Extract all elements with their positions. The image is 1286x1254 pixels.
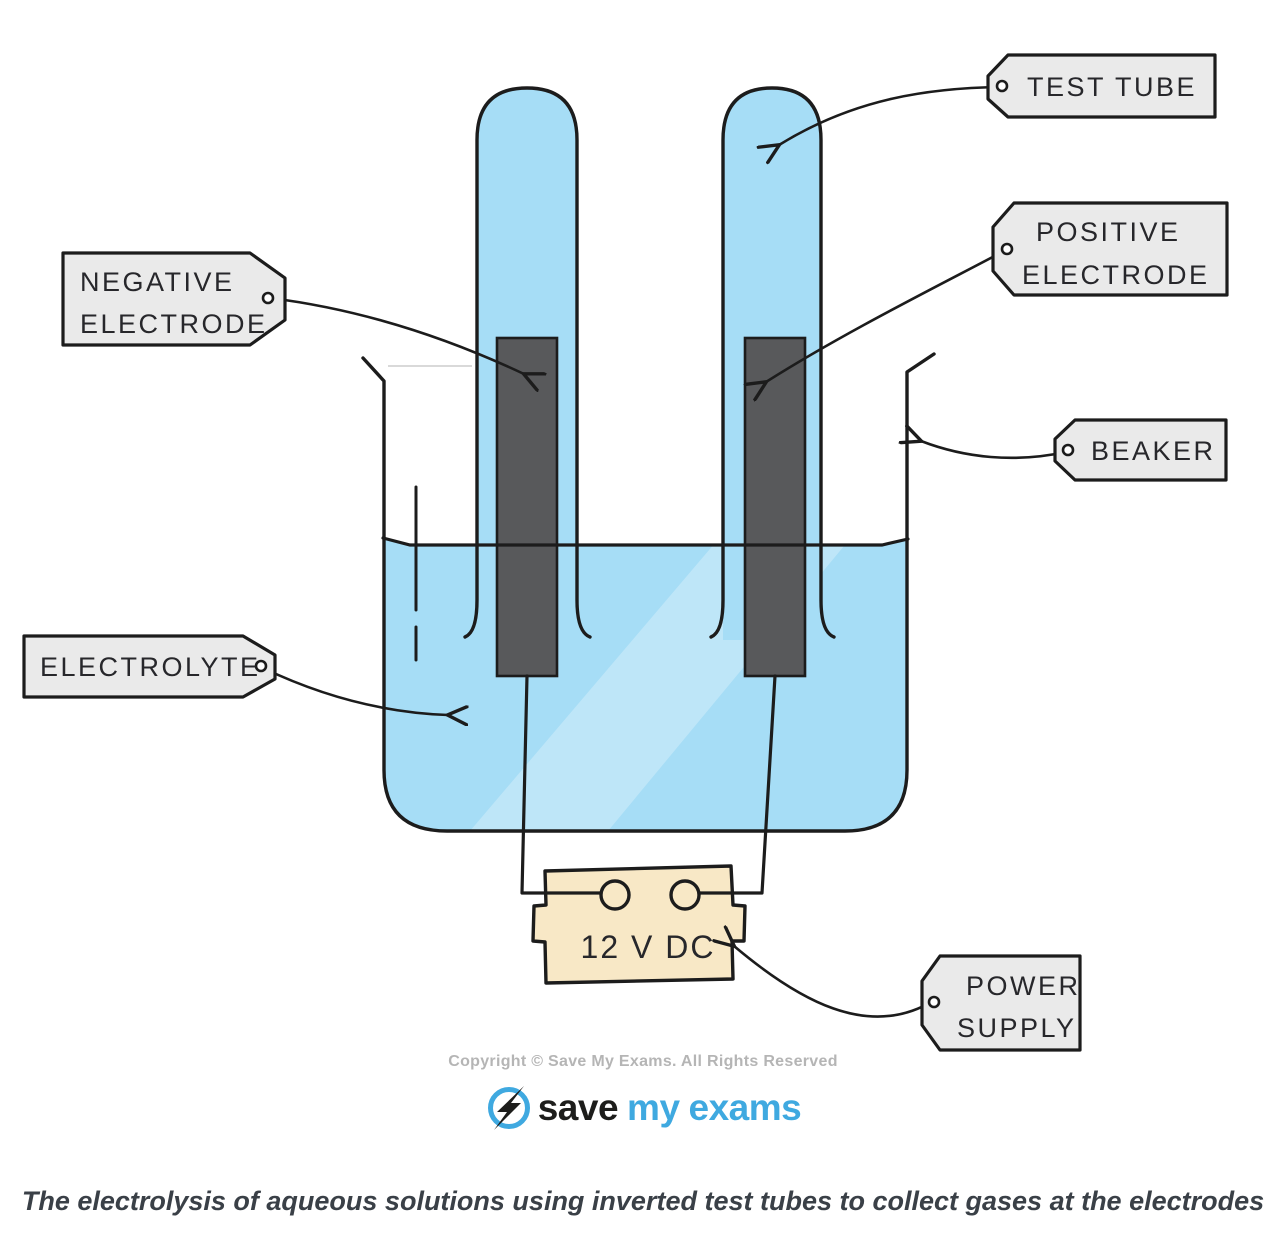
negative-electrode-label-line2: ELECTRODE [80,309,268,339]
lightning-bolt-icon [487,1086,530,1130]
logo-save-text: save [537,1087,619,1128]
beaker-tag: BEAKER [1053,418,1228,482]
beaker-label: BEAKER [1091,436,1216,466]
logo-my-text: my [627,1087,680,1128]
tag-hole [995,79,1009,93]
positive-electrode-tag: POSITIVE ELECTRODE [991,201,1229,297]
negative-electrode-label-line1: NEGATIVE [80,267,235,297]
beaker-outline [361,352,936,833]
test-tube-label: TEST TUBE [1027,72,1197,102]
test-tube-tag: TEST TUBE [986,53,1217,119]
right-wire [697,674,777,895]
savemyexams-logo: save my exams [0,1084,1286,1132]
power-supply-box [531,864,747,985]
negative-electrode-arrow [268,296,524,374]
logo-exams-text: exams [688,1087,802,1128]
figure-caption: The electrolysis of aqueous solutions us… [21,1186,1265,1216]
positive-electrode-arrow [766,248,1008,382]
left-wire [520,674,603,895]
power-supply-tag: POWER SUPPLY [920,954,1082,1052]
electrolyte-label: ELECTROLYTE [40,652,261,682]
power-supply-tag-line2: SUPPLY [957,1013,1077,1043]
left-terminal [599,879,631,911]
positive-electrode [743,336,807,678]
tag-hole [254,659,268,673]
power-supply-arrow [734,946,935,1018]
negative-electrode [495,336,559,678]
positive-electrode-label-line2: ELECTRODE [1022,260,1210,290]
right-terminal [669,879,701,911]
electrolyte-arrow [261,666,448,715]
negative-electrode-tag: NEGATIVE ELECTRODE [61,251,287,347]
copyright-text: Copyright © Save My Exams. All Rights Re… [448,1053,838,1070]
positive-electrode-label-line1: POSITIVE [1036,217,1181,247]
left-test-tube-outline [463,86,592,639]
tag-hole [1061,443,1075,457]
water-surface-line [381,536,910,547]
tag-hole [1000,242,1014,256]
right-test-tube-outline [709,86,836,639]
power-supply-tag-line1: POWER [966,971,1081,1001]
electrolyte-tag: ELECTROLYTE [22,634,277,699]
test-tube-arrow [779,85,1003,145]
beaker-arrow [921,441,1068,460]
tag-hole [261,291,275,305]
tag-hole [927,995,941,1009]
power-supply-label: 12 V DC [581,929,716,965]
